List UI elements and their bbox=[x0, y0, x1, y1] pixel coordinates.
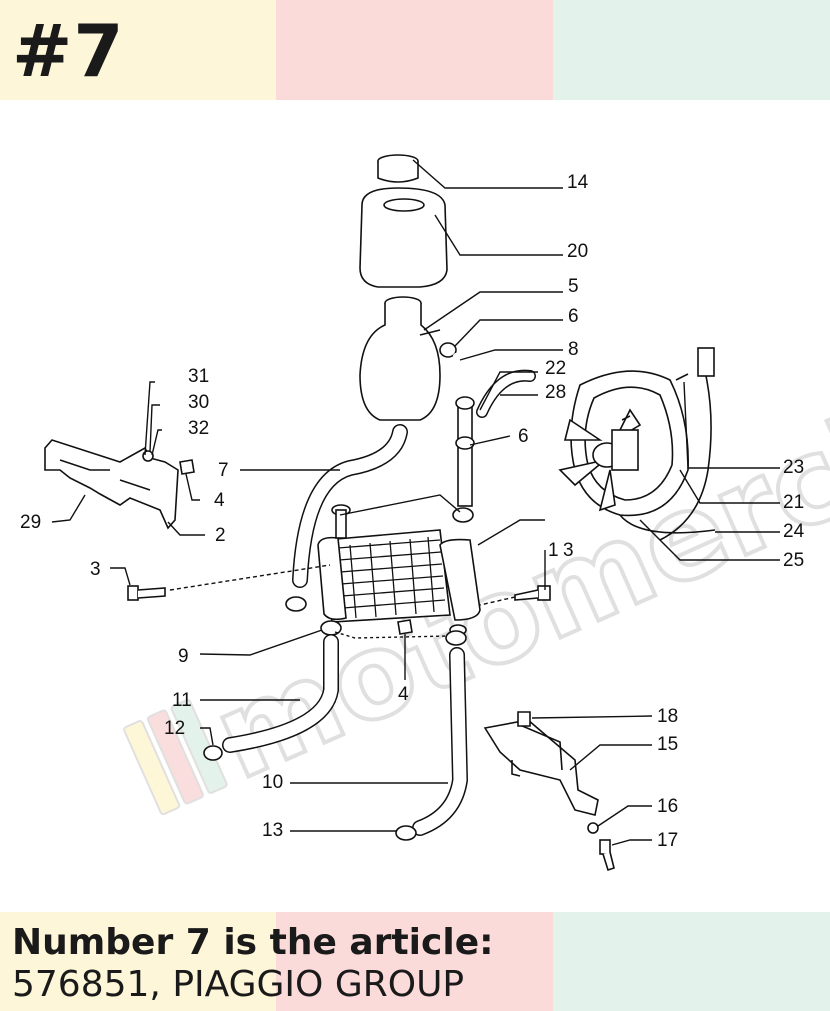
part-nut-18 bbox=[517, 711, 531, 727]
callout-4-top: 4 bbox=[214, 490, 225, 511]
callout-28: 28 bbox=[545, 382, 566, 403]
callout-24: 24 bbox=[783, 521, 805, 542]
callout-8: 8 bbox=[568, 339, 579, 360]
parts-exploded-diagram: motomercia bbox=[20, 154, 830, 872]
part-clamp-left bbox=[320, 620, 342, 636]
callout-22: 22 bbox=[545, 358, 566, 379]
part-bracket bbox=[44, 439, 179, 530]
part-washer-16 bbox=[587, 822, 599, 834]
part-cap bbox=[377, 154, 419, 183]
part-screw-left bbox=[127, 585, 166, 601]
callout-1: 1 bbox=[548, 540, 559, 561]
bottom-color-band bbox=[0, 912, 830, 1011]
callout-21: 21 bbox=[783, 492, 804, 513]
caption-article: 576851, PIAGGIO GROUP bbox=[12, 964, 465, 1005]
callout-17: 17 bbox=[657, 830, 678, 851]
callout-3-left: 3 bbox=[90, 559, 101, 580]
part-fan-screw bbox=[621, 415, 631, 421]
part-support bbox=[483, 719, 599, 816]
part-fan-screw-top bbox=[675, 373, 689, 381]
part-nut bbox=[179, 459, 195, 475]
callout-29: 29 bbox=[20, 512, 41, 533]
item-number-badge: #7 bbox=[12, 9, 125, 93]
callout-12: 12 bbox=[164, 718, 185, 739]
callout-25: 25 bbox=[783, 550, 804, 571]
part-radiator bbox=[317, 504, 481, 636]
part-expansion-tank-cover bbox=[359, 187, 448, 288]
top-color-band bbox=[0, 0, 830, 100]
callout-18: 18 bbox=[657, 706, 678, 727]
callout-15: 15 bbox=[657, 734, 678, 755]
callout-3-right: 3 bbox=[563, 540, 574, 561]
part-hose-clamp bbox=[439, 342, 457, 358]
part-expansion-tank bbox=[359, 296, 441, 421]
callout-7: 7 bbox=[218, 460, 229, 481]
callout-9: 9 bbox=[178, 646, 189, 667]
callout-2: 2 bbox=[215, 525, 226, 546]
part-clamp-13 bbox=[395, 825, 417, 841]
part-clamp-12 bbox=[203, 745, 223, 761]
callout-14: 14 bbox=[567, 172, 589, 193]
part-wiring-connector bbox=[659, 347, 715, 541]
part-vertical-hose bbox=[452, 396, 475, 523]
callout-20: 20 bbox=[567, 241, 588, 262]
part-nut-lower bbox=[397, 619, 413, 635]
part-fan bbox=[558, 408, 642, 512]
callout-11: 11 bbox=[172, 690, 192, 711]
part-clamp-right bbox=[445, 630, 467, 646]
caption-heading: Number 7 is the article: bbox=[12, 922, 494, 963]
callout-16: 16 bbox=[657, 796, 678, 817]
callout-6-top: 6 bbox=[568, 306, 579, 327]
part-hose-clip bbox=[285, 596, 307, 612]
callout-30: 30 bbox=[188, 392, 209, 413]
callout-23: 23 bbox=[783, 457, 804, 478]
leader-lines bbox=[51, 159, 780, 846]
callout-13: 13 bbox=[262, 820, 283, 841]
callout-31: 31 bbox=[188, 366, 209, 387]
callout-10: 10 bbox=[262, 772, 283, 793]
callout-labels: 1 2 3 3 4 4 5 6 6 7 8 9 10 11 12 13 14 1… bbox=[20, 172, 805, 851]
callout-32: 32 bbox=[188, 418, 209, 439]
callout-5: 5 bbox=[568, 276, 579, 297]
callout-6-mid: 6 bbox=[518, 426, 529, 447]
part-bolt-17 bbox=[599, 839, 615, 872]
callout-4-bottom: 4 bbox=[398, 684, 409, 705]
